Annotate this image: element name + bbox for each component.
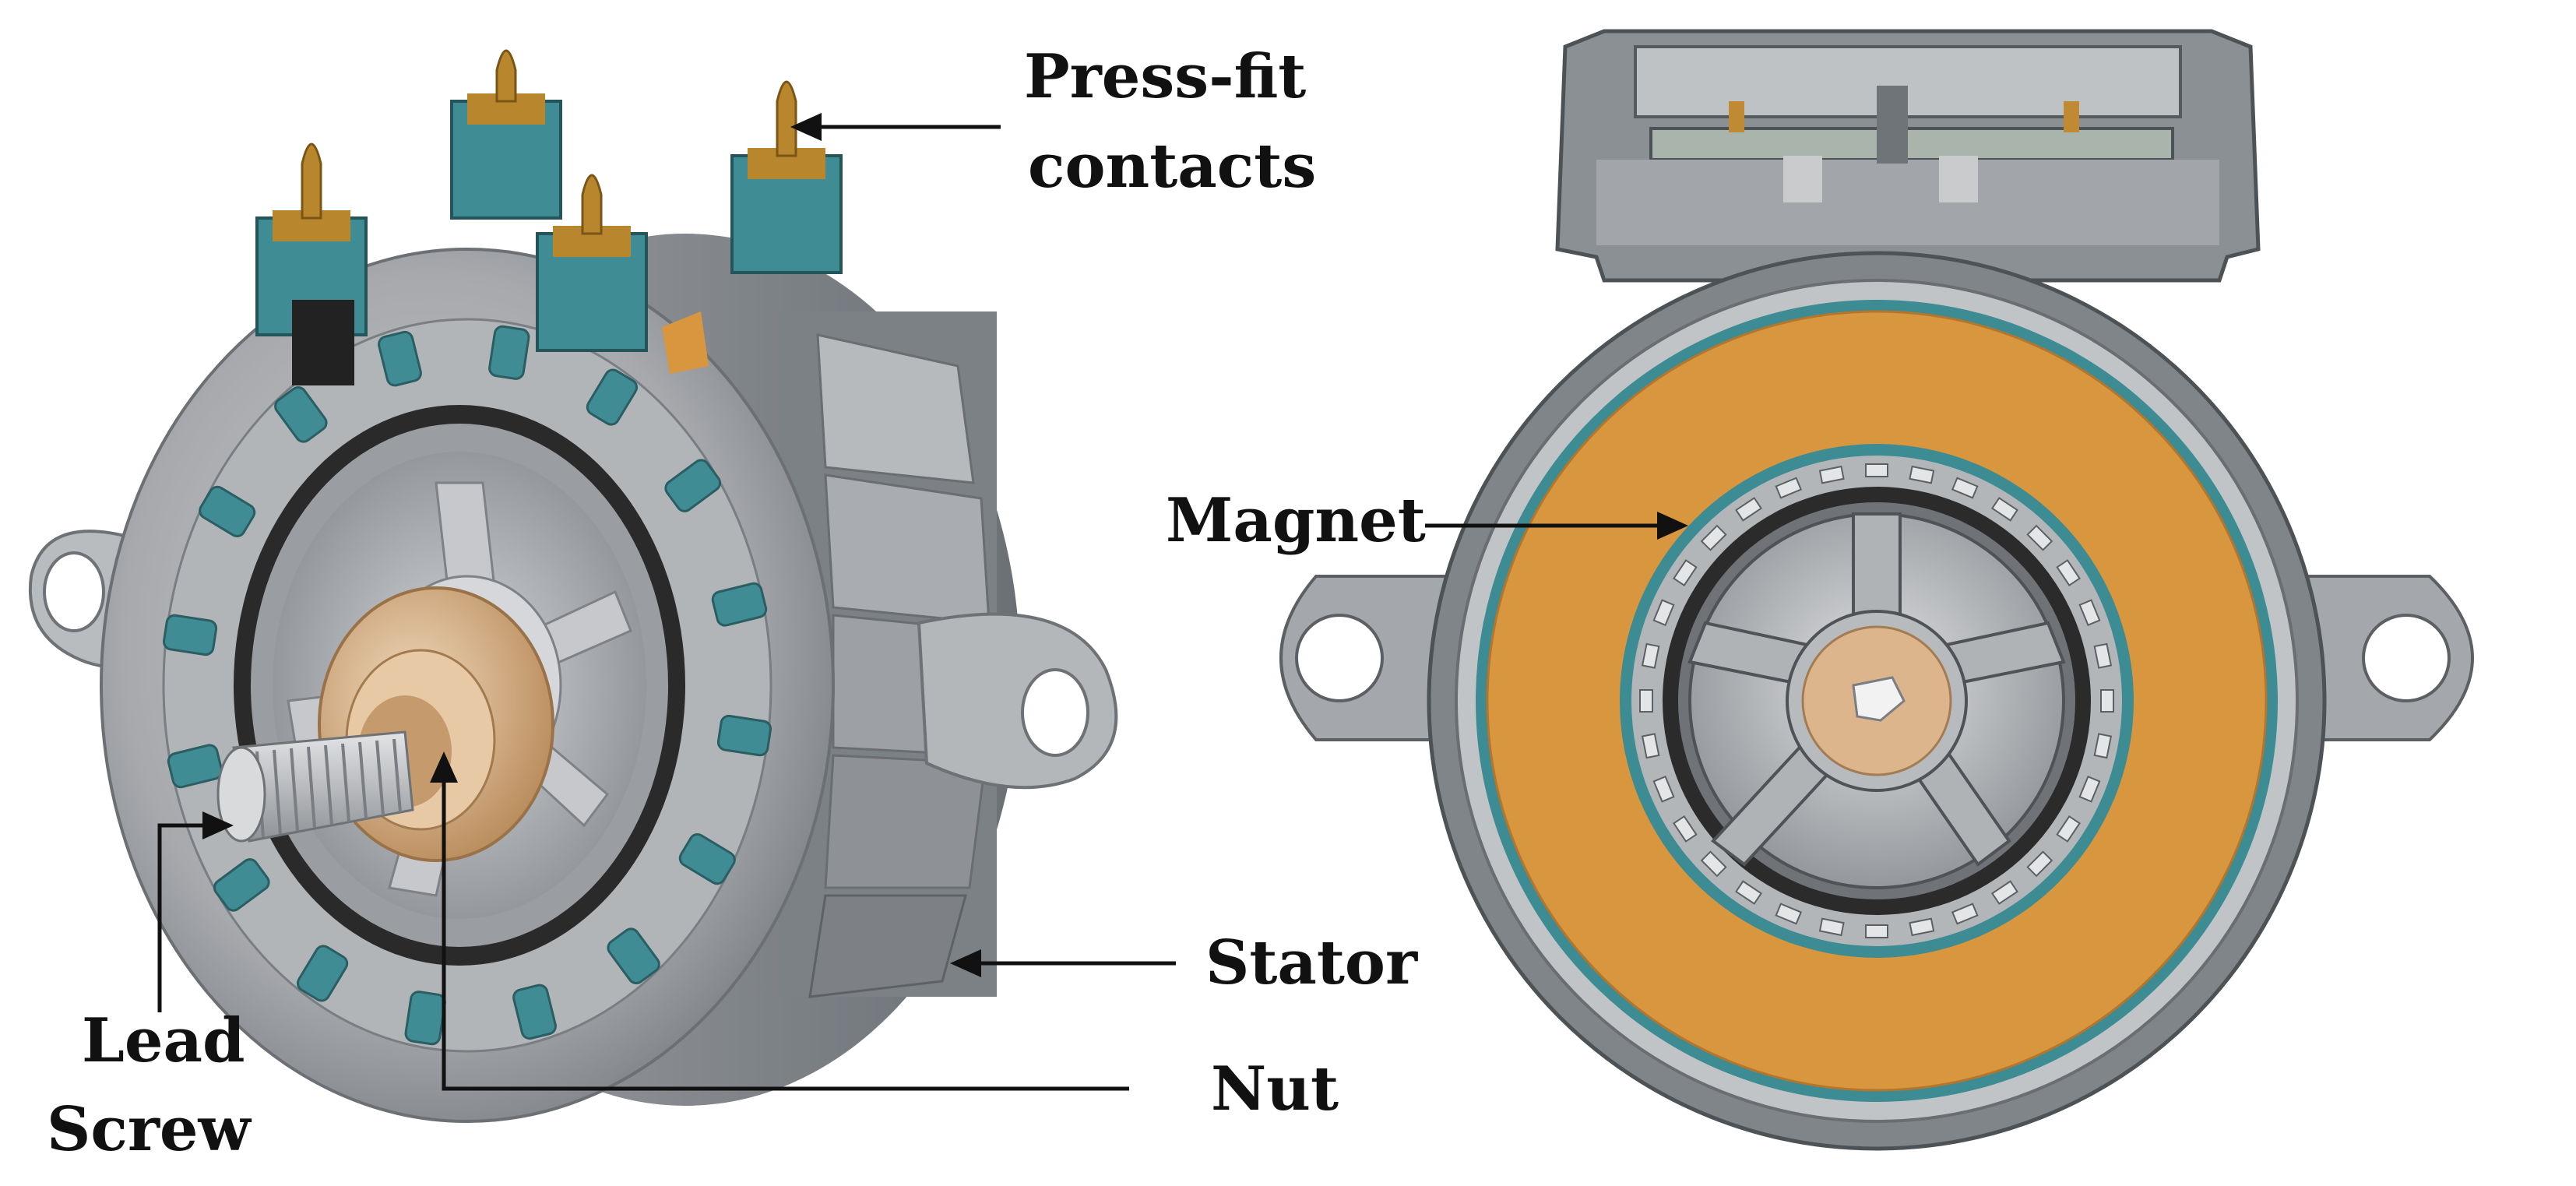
claw-tooth [1865,463,1888,477]
claw-tooth [1639,689,1653,713]
annotations: Press-fit contacts Magnet Stator Nut Lea… [47,41,1688,1165]
contact-pin [495,49,517,103]
coil-tab [167,744,223,789]
coil-tab [404,991,446,1046]
claw-tooth [1735,497,1763,522]
coil-tab [162,614,218,656]
claw-tooth [1990,497,2018,522]
coil-tab [607,927,660,985]
coil-tab [586,368,639,426]
connector-block [292,300,354,385]
contact-pin [776,80,797,157]
contact-pin [581,174,603,235]
contact-pin [301,143,322,220]
motor-section-view [1279,29,2474,1151]
claw-tooth [1641,642,1660,669]
claw-tooth [2056,559,2081,587]
thread-line [273,749,282,835]
label-lead-line2: Screw [47,1094,252,1165]
coil-tab [274,385,328,443]
label-lead-line1: Lead [82,1005,245,1076]
claw-tooth [1865,924,1888,938]
claw-tooth [2078,599,2101,627]
coil-tabs [162,325,772,1046]
claw-tooth [1951,903,1979,925]
claw-tooth [1652,775,1675,803]
claw-tooth [1641,733,1660,759]
label-press-fit-line1: Press-fit [1024,41,1306,112]
mounting-ear-right [917,612,1118,790]
leader-nut [442,779,1129,1091]
claw-tooth [1909,465,1935,484]
claw-tooth [2026,524,2053,551]
coil-tab [664,459,722,512]
coil-tab [199,485,256,538]
coil-tab [296,945,349,1002]
screw-section [1852,676,1906,722]
arrow-nut [430,751,458,783]
motor-3d-view [28,49,1118,1123]
coil-glimpse [662,311,709,374]
claw-tooth [2026,850,2053,878]
press-fit-contacts [255,49,843,352]
claw-tooth [1990,880,2018,905]
claw-tooth [1818,917,1845,937]
thread-line [375,740,385,816]
claw-tooth [2078,775,2101,803]
coil-tab [213,858,270,912]
coil-tab [716,714,772,757]
claw-tooth [1673,815,1698,843]
thread-line [324,744,333,825]
coil-tab [678,832,736,885]
claw-tooth [1735,880,1763,905]
claw-tooth [1775,903,1803,925]
coil-tab [378,330,422,387]
thread-line [290,748,299,832]
coil-tab [488,325,530,380]
arrow-press-fit [790,113,822,141]
claw-tooth [1775,477,1803,499]
thread-line [358,741,368,819]
label-magnet: Magnet [1166,485,1426,556]
claw-pole-teeth [1639,463,2114,938]
leader-lead-screw [157,823,206,1012]
connector-housing [1555,29,2261,283]
label-stator: Stator [1205,927,1418,998]
claw-tooth [1818,465,1845,484]
arrow-stator [950,949,981,977]
claw-tooth [1700,524,1727,551]
thread-line [341,743,350,822]
coil-tab [512,984,557,1040]
claw-tooth [1700,850,1727,878]
arrow-lead-screw [202,811,234,839]
thread-line [307,746,316,829]
arrow-magnet [1657,512,1688,540]
thread-line [392,738,402,813]
claw-tooth [1673,559,1698,587]
lead-screw [216,730,414,843]
claw-tooth [2093,733,2113,759]
coil-tab [711,582,768,627]
claw-tooth [2056,815,2081,843]
claw-tooth [2100,689,2114,713]
claw-tooth [1951,477,1979,499]
label-nut: Nut [1211,1054,1339,1124]
label-press-fit-line2: contacts [1028,131,1316,202]
claw-tooth [1909,917,1935,937]
claw-tooth [2093,642,2113,669]
claw-tooth [1652,599,1675,627]
